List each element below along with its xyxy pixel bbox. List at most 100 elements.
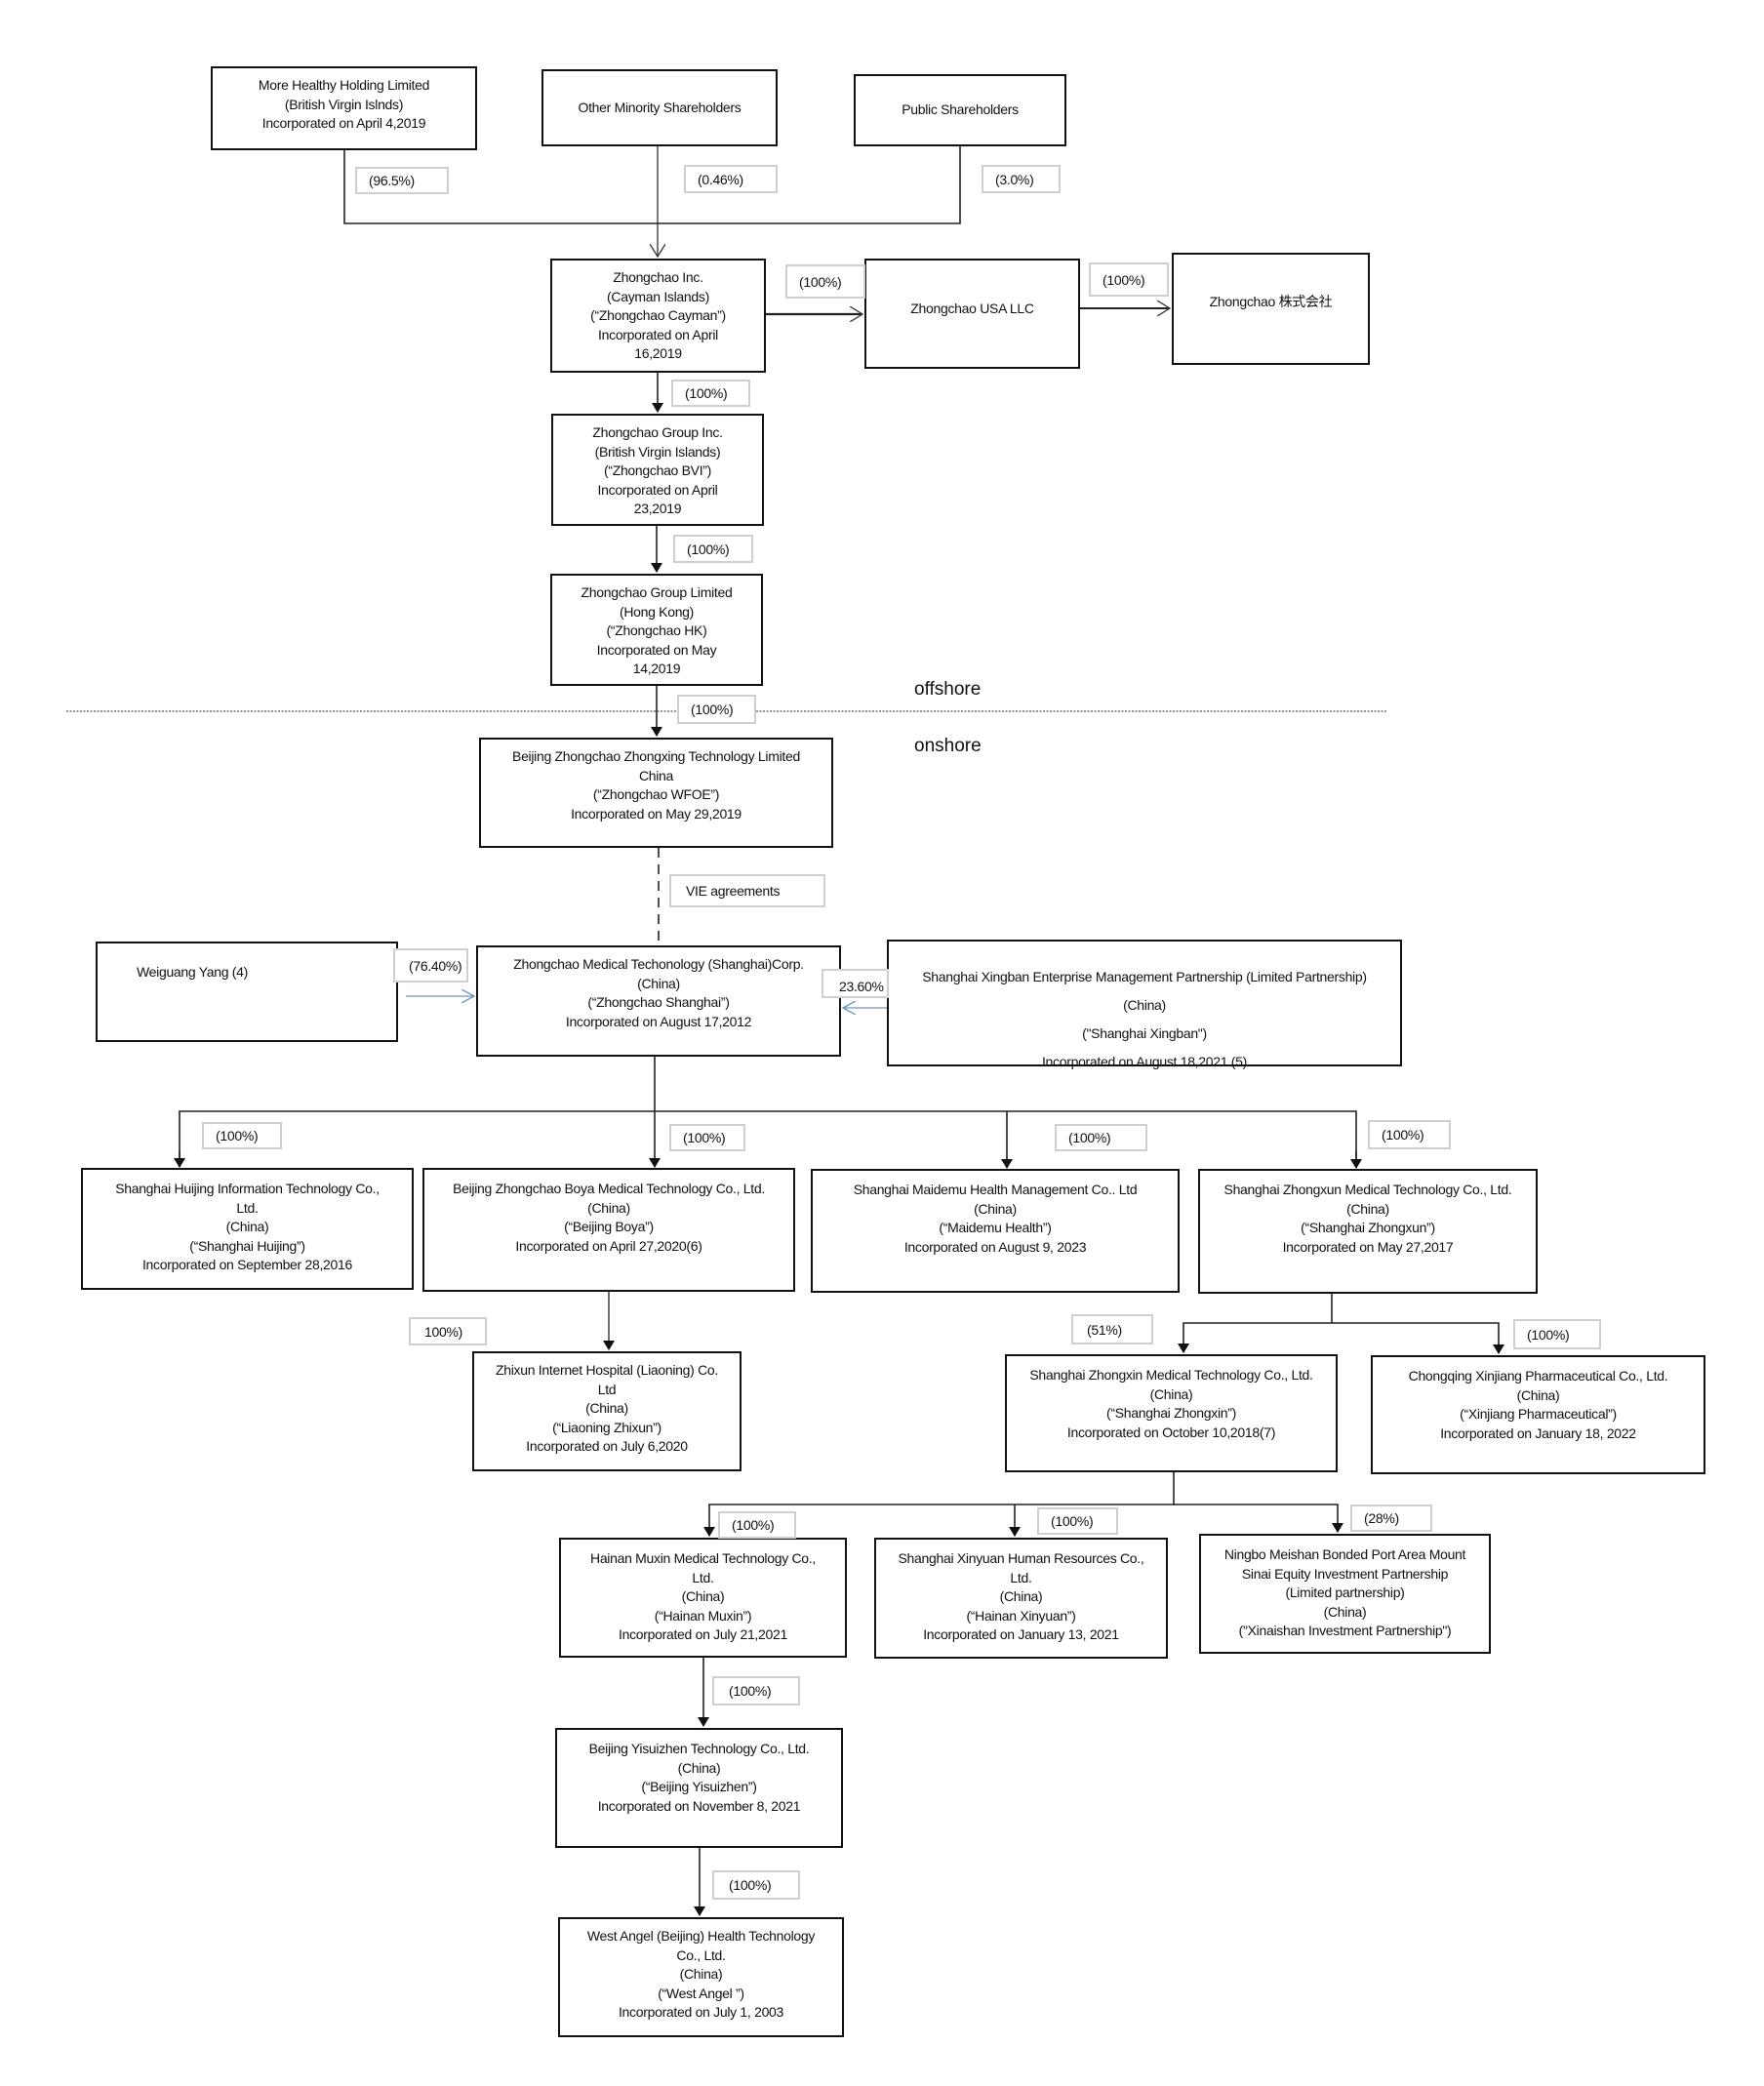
entity-text-line: (China) <box>679 1966 723 1982</box>
entity-text-line: (China) <box>677 1759 721 1776</box>
entity-shanghai-xinyuan: Shanghai Xinyuan Human Resources Co., Ltd… <box>874 1538 1168 1659</box>
offshore-label: offshore <box>914 679 982 700</box>
entity-text-line: Incorporated on May 27,2017 <box>1282 1238 1454 1255</box>
entity-text-line: (China) <box>1516 1386 1560 1403</box>
entity-text-line: (China) <box>585 1400 628 1416</box>
entity-text-line: (China) <box>1346 1200 1389 1217</box>
entity-text-line: (“Beijing Boya”) <box>564 1219 654 1234</box>
ownership-label: (3.0%) <box>982 165 1061 193</box>
entity-zhongchao-hk: Zhongchao Group Limited (Hong Kong) (“Zhon… <box>550 574 763 686</box>
entity-zhongchao-kk: Zhongchao 株式会社 <box>1172 253 1370 365</box>
entity-text-line: (China) <box>1149 1385 1193 1402</box>
ownership-label: (100%) <box>712 1676 800 1705</box>
entity-text-line: Beijing Yisuizhen Technology Co., Ltd. <box>588 1741 810 1756</box>
ownership-label: (100%) <box>718 1511 796 1539</box>
entity-text-line: (“Zhongchao HK) <box>606 622 707 638</box>
entity-text-line: (China) <box>681 1588 725 1604</box>
ownership-label: 100%) <box>409 1317 487 1345</box>
ownership-label: (100%) <box>669 1124 745 1151</box>
entity-text-line: Beijing Zhongchao Boya Medical Technolog… <box>453 1181 765 1196</box>
entity-text-line: Incorporated on April <box>598 326 718 342</box>
entity-text-line: Incorporated on August 17,2012 <box>565 1013 752 1029</box>
entity-text-line: Shanghai Zhongxun Medical Technology Co.… <box>1223 1182 1512 1197</box>
entity-text-line: (“Shanghai Huijing”) <box>189 1237 305 1254</box>
entity-text-line: 16,2019 <box>634 345 682 361</box>
entity-text-line: Incorporated on July 1, 2003 <box>618 2004 784 2020</box>
entity-text-line: (China) <box>587 1199 630 1216</box>
entity-text-line: Zhongchao USA LLC <box>910 300 1034 316</box>
entity-text-line: (“Zhongchao Cayman”) <box>590 307 726 323</box>
entity-text-line: Incorporated on April 4,2019 <box>261 115 426 131</box>
entity-text-line: Zhongchao Group Inc. <box>592 424 723 440</box>
entity-text-line: (“Xinjiang Pharmaceutical”) <box>1460 1406 1617 1422</box>
entity-text-line: (“Maidemu Health”) <box>939 1220 1052 1235</box>
entity-text-line: Other Minority Shareholders <box>578 99 742 115</box>
entity-text-line: Incorporated on August 18,2021 (5) <box>1041 1054 1248 1069</box>
entity-text-line: (China) <box>225 1219 269 1234</box>
entity-xinjiang-pharmaceutical: Chongqing Xinjiang Pharmaceutical Co., L… <box>1371 1355 1705 1474</box>
entity-text-line: Public Shareholders <box>902 101 1019 118</box>
entity-text-line: West Angel (Beijing) Health Technology <box>586 1928 816 1944</box>
ownership-label: (100%) <box>671 380 750 407</box>
entity-text-line: Beijing Zhongchao Zhongxing Technology L… <box>512 748 800 764</box>
entity-weiguang-yang: Weiguang Yang (4) <box>96 942 398 1042</box>
entity-text-line: (“Beijing Yisuizhen”) <box>641 1779 757 1794</box>
ownership-label: (100%) <box>677 695 756 724</box>
entity-text-line: (“Hainan Muxin”) <box>654 1607 752 1624</box>
entity-text-line: Shanghai Xinyuan Human Resources Co., <box>898 1550 1144 1566</box>
ownership-label: (100%) <box>1513 1319 1601 1349</box>
entity-text-line: (“West Angel ”) <box>658 1985 744 2001</box>
ownership-label: (100%) <box>1037 1507 1118 1535</box>
entity-text-line: Ltd. <box>1010 1569 1032 1585</box>
entity-text-line: Ltd. <box>692 1569 714 1585</box>
entity-text-line: (“Zhongchao WFOE”) <box>592 786 720 802</box>
entity-text-line: (“Hainan Xinyuan”) <box>966 1607 1076 1624</box>
entity-zhongchao-shanghai: Zhongchao Medical Techonology (Shanghai)… <box>476 945 841 1057</box>
entity-text-line: (China) <box>999 1588 1043 1604</box>
entity-text-line: Zhongchao Group Limited <box>581 584 733 600</box>
entity-text-line: (“Zhongchao Shanghai”) <box>587 994 730 1010</box>
entity-text-line: Incorporated on April <box>597 481 718 498</box>
entity-liaoning-zhixun: Zhixun Internet Hospital (Liaoning) Co. L… <box>472 1351 742 1471</box>
entity-zhongchao-wfoe: Beijing Zhongchao Zhongxing Technology L… <box>479 738 833 848</box>
entity-text-line: Zhongchao Medical Techonology (Shanghai)… <box>513 956 804 972</box>
onshore-label: onshore <box>914 736 982 756</box>
entity-text-line: Ltd. <box>236 1199 259 1216</box>
connector-zhongxin-trunk <box>703 1472 1175 1537</box>
entity-text-line: Ltd <box>597 1381 617 1397</box>
entity-text-line: Shanghai Xingban Enterprise Management P… <box>922 969 1367 984</box>
entity-maidemu-health: Shanghai Maidemu Health Management Co.. … <box>811 1169 1180 1293</box>
entity-text-line: Zhixun Internet Hospital (Liaoning) Co. <box>496 1362 718 1378</box>
entity-text-line: Zhongchao 株式会社 <box>1209 293 1333 309</box>
entity-text-line: Incorporated on April 27,2020(6) <box>515 1237 702 1254</box>
entity-text-line: (China) <box>974 1200 1017 1217</box>
entity-text-line: Incorporated on August 9, 2023 <box>903 1238 1087 1255</box>
entity-text-line: Incorporated on October 10,2018(7) <box>1066 1424 1276 1440</box>
ownership-label: (0.46%) <box>684 165 778 193</box>
entity-text-line: Incorporated on July 6,2020 <box>526 1438 688 1454</box>
entity-text-line: Zhongchao Inc. <box>613 269 703 285</box>
entity-text-line: Shanghai Huijing Information Technology … <box>115 1181 380 1196</box>
ownership-label: (100%) <box>712 1870 800 1900</box>
entity-text-line: Co., Ltd. <box>676 1946 726 1963</box>
entity-text-line: (China) <box>1123 997 1166 1013</box>
entity-text-line: (Limited partnership) <box>1285 1585 1405 1600</box>
connector-more-healthy <box>343 146 961 224</box>
entity-text-line: (China) <box>1323 1603 1367 1620</box>
entity-zhongchao-cayman: Zhongchao Inc. (Cayman Islands) (“Zhongcha… <box>550 259 766 373</box>
entity-hainan-muxin: Hainan Muxin Medical Technology Co., Ltd.… <box>559 1538 847 1658</box>
ownership-label: (100%) <box>1089 262 1169 297</box>
entity-text-line: Weiguang Yang (4) <box>137 964 248 980</box>
entity-text-line: Shanghai Zhongxin Medical Technology Co.… <box>1029 1367 1313 1383</box>
entity-text-line: Shanghai Maidemu Health Management Co.. … <box>853 1182 1138 1197</box>
entity-text-line: (Cayman Islands) <box>607 288 709 304</box>
ownership-label: (100%) <box>785 264 865 299</box>
entity-more-healthy: More Healthy Holding Limited(British Vir… <box>211 66 477 150</box>
entity-text-line: Incorporated on May 29,2019 <box>571 805 742 822</box>
entity-text-line: (British Virgin Islnds) <box>284 96 404 112</box>
connector-to-xinjiang <box>1332 1322 1504 1354</box>
entity-text-line: (Hong Kong) <box>619 603 695 620</box>
entity-text-line: Hainan Muxin Medical Technology Co., <box>590 1550 816 1566</box>
ownership-label: (100%) <box>673 535 753 563</box>
entity-text-line: (“Zhongchao BVI”) <box>603 462 712 478</box>
